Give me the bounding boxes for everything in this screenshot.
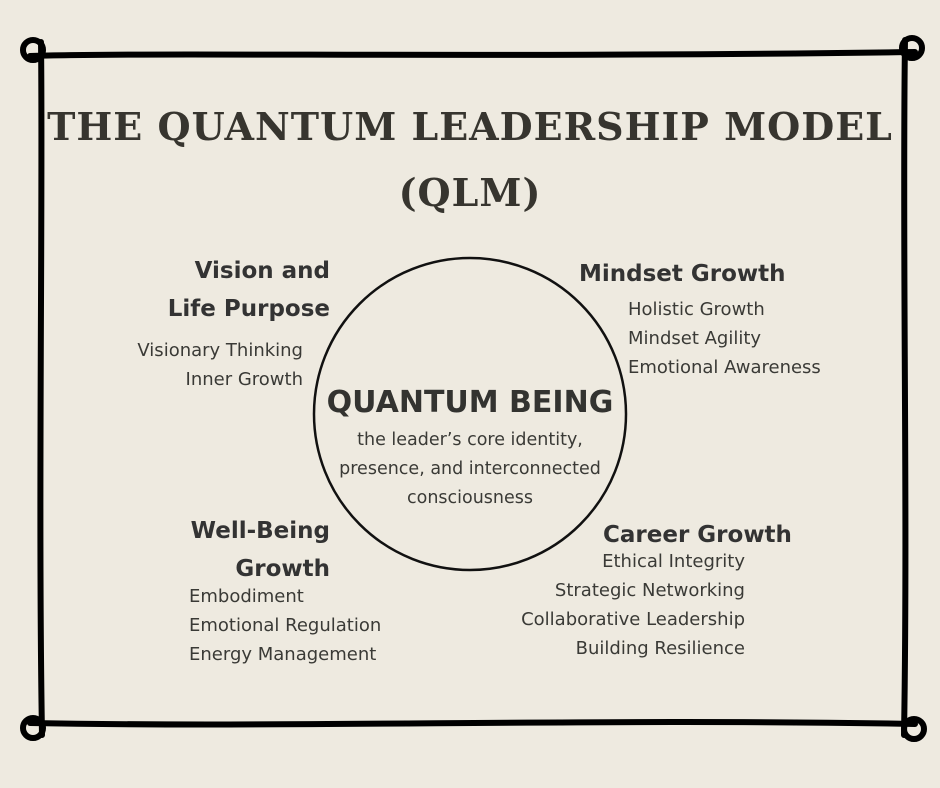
career-item: Building Resilience	[575, 638, 745, 659]
mindset-item: Mindset Agility	[628, 328, 762, 349]
wellbeing-item: Emotional Regulation	[189, 615, 382, 636]
mindset-items: Holistic Growth Mindset Agility Emotiona…	[628, 295, 821, 382]
mindset-heading: Mindset Growth	[579, 261, 786, 287]
vision-heading: Life Purpose	[167, 296, 330, 322]
vision-items: Visionary Thinking Inner Growth	[137, 336, 303, 394]
career-heading: Career Growth	[603, 522, 792, 548]
center-heading: QUANTUM BEING	[326, 385, 614, 420]
career-section: Career Growth	[603, 516, 792, 554]
career-items: Ethical Integrity Strategic Networking C…	[521, 547, 745, 663]
center-line: consciousness	[406, 488, 534, 508]
career-item: Ethical Integrity	[602, 551, 745, 572]
career-item: Strategic Networking	[554, 580, 745, 601]
vision-section: Vision and Life Purpose	[168, 252, 330, 328]
wellbeing-heading: Well-Being	[190, 518, 330, 544]
center-line: the leader’s core identity,	[357, 430, 583, 450]
wellbeing-heading: Growth	[235, 556, 330, 582]
vision-heading: Vision and	[194, 258, 330, 284]
vision-item: Visionary Thinking	[137, 340, 303, 361]
mindset-item: Holistic Growth	[628, 299, 765, 320]
career-item: Collaborative Leadership	[521, 609, 745, 630]
mindset-item: Emotional Awareness	[628, 357, 821, 378]
wellbeing-item: Energy Management	[189, 644, 377, 665]
wellbeing-item: Embodiment	[189, 586, 304, 607]
page-title-sub: (QLM)	[398, 170, 542, 215]
vision-item: Inner Growth	[185, 369, 303, 390]
center-line: presence, and interconnected	[339, 459, 601, 479]
quantum-being-circle	[312, 256, 628, 572]
page-title: THE QUANTUM LEADERSHIP MODEL	[47, 104, 893, 149]
mindset-section: Mindset Growth	[579, 255, 786, 293]
center-block: QUANTUM BEING the leader’s core identity…	[314, 380, 626, 513]
wellbeing-section: Well-Being Growth	[191, 512, 330, 588]
wellbeing-items: Embodiment Emotional Regulation Energy M…	[189, 582, 381, 669]
